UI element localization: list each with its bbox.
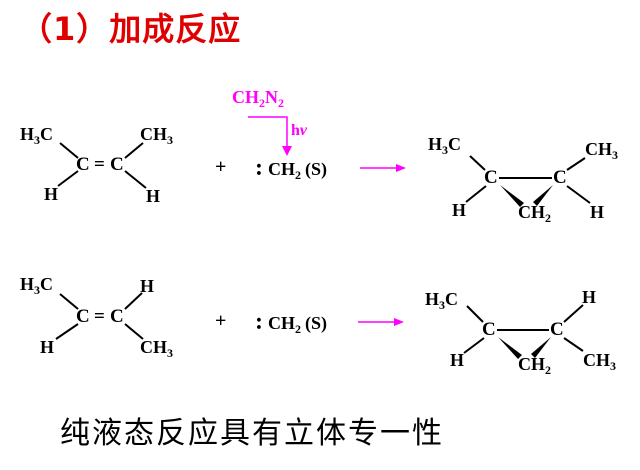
cp2-wedge: [498, 337, 522, 359]
trans-bond: [55, 323, 79, 340]
plus-sign-1: +: [215, 156, 226, 178]
trans-h-left: H: [40, 337, 54, 357]
singlet-carbene-1: : CH2(S): [255, 155, 327, 182]
trans-bond: [124, 323, 144, 340]
cis-c-right: C: [110, 154, 124, 175]
cis-butene: H3C CH3 C = C H H: [20, 124, 173, 206]
cis-dimethylcyclopropane: H3C CH3 C C CH2 H H: [428, 134, 618, 225]
cp2-h-top: H: [582, 287, 596, 307]
cp2-ch3-bottom: CH3: [583, 350, 616, 373]
reaction-arrow-2: [358, 318, 404, 326]
cp2-ch2: CH2: [518, 354, 551, 377]
cp1-h-left: H: [452, 200, 466, 220]
conclusion-text: 纯液态反应具有立体专一性: [60, 416, 444, 451]
cp1-h-right: H: [590, 202, 604, 222]
trans-bond: [124, 292, 143, 310]
trans-h3c-left: H3C: [20, 274, 53, 297]
cp2-c-left: C: [482, 319, 496, 340]
cp1-ch3: CH3: [585, 139, 618, 162]
cp1-wedge: [500, 185, 524, 207]
cp1-ch2: CH2: [518, 202, 551, 225]
page-title: （1）加成反应: [20, 10, 242, 48]
cp1-bond: [566, 185, 591, 204]
cp1-c-right: C: [553, 167, 567, 188]
carbene-colon-2: :: [255, 309, 263, 335]
light-condition-label: hν: [291, 122, 308, 139]
trans-double-bond: =: [94, 306, 105, 327]
diazomethane-label: CH2N2: [232, 87, 284, 110]
cp1-h3c: H3C: [428, 134, 461, 157]
cp2-c-right: C: [550, 319, 564, 340]
cp1-bond: [465, 185, 487, 203]
cp2-h3c: H3C: [425, 289, 458, 312]
cis-ch3-right: CH3: [140, 124, 173, 147]
carbene-colon-1: :: [255, 155, 263, 181]
cis-double-bond: =: [94, 154, 105, 175]
cp1-bond: [469, 155, 486, 171]
trans-c-right: C: [110, 306, 124, 327]
cis-bond: [59, 142, 79, 159]
carbene-label-2: CH2(S): [268, 313, 327, 336]
reagent-arrow-line: [248, 116, 288, 150]
trans-dimethylcyclopropane: H3C H C C CH2 H CH3: [425, 287, 616, 377]
trans-bond: [59, 293, 79, 310]
carbene-label-1: CH2(S): [268, 159, 327, 182]
cp2-h-left: H: [450, 350, 464, 370]
cis-bond: [124, 170, 147, 189]
cp2-bond: [563, 304, 584, 323]
reaction-arrow-1: [360, 164, 406, 172]
cis-h3c-left: H3C: [20, 124, 53, 147]
trans-butene: H3C H C = C H CH3: [20, 274, 173, 360]
cis-bond: [57, 170, 79, 187]
trans-c-left: C: [76, 306, 90, 327]
reagent-diazomethane: CH2N2 hν: [232, 87, 308, 156]
cis-bond: [124, 142, 144, 159]
cis-h-left: H: [44, 184, 58, 204]
reagent-arrow-head: [282, 146, 292, 156]
cp1-c-left: C: [484, 167, 498, 188]
cp2-bond: [463, 337, 485, 354]
cp2-wedge: [531, 337, 551, 358]
trans-ch3-right: CH3: [140, 337, 173, 360]
cp1-wedge: [533, 185, 553, 206]
cp2-bond: [466, 305, 484, 323]
cp1-bond: [566, 157, 586, 171]
plus-sign-2: +: [215, 310, 226, 332]
cis-c-left: C: [76, 154, 90, 175]
cp2-bond: [563, 337, 584, 352]
trans-h-right: H: [140, 276, 154, 296]
cis-h-right: H: [146, 186, 160, 206]
singlet-carbene-2: : CH2(S): [255, 309, 327, 336]
